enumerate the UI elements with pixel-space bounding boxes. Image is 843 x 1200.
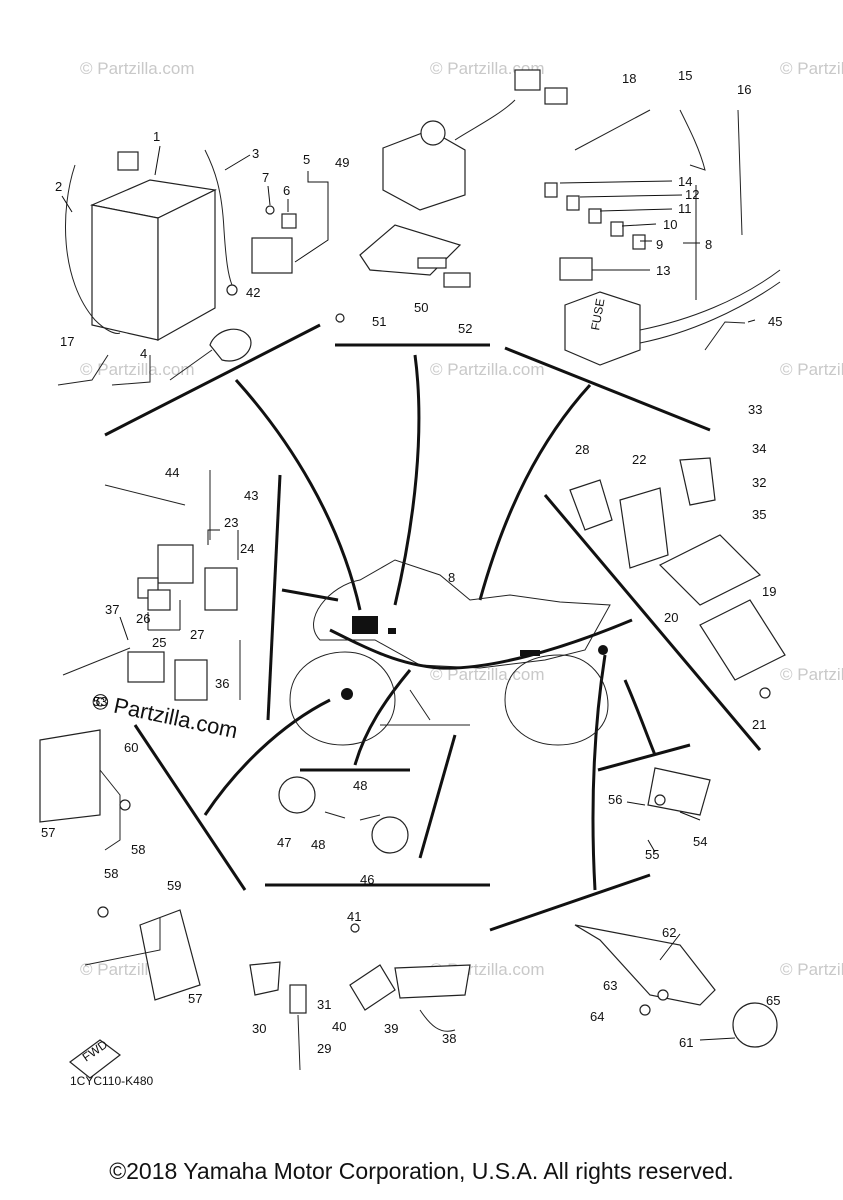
part-label: 9	[656, 237, 663, 252]
part-label: 47	[277, 835, 291, 850]
battery-group	[57, 149, 238, 386]
part-label: 35	[752, 507, 766, 522]
part-label: 59	[167, 878, 181, 893]
part-label: 17	[60, 334, 74, 349]
part-label: 53	[93, 694, 107, 709]
part-label: 8	[448, 570, 455, 585]
part-label: 11	[678, 201, 692, 216]
part-label: 41	[347, 909, 361, 924]
watermark-text: © Partzilla.com	[780, 960, 843, 979]
watermark-text: © Partzilla.com	[780, 665, 843, 684]
part-label: 26	[136, 611, 150, 626]
part-label: 60	[124, 740, 138, 755]
part-label: 21	[752, 717, 766, 732]
part-label: 43	[244, 488, 258, 503]
watermark-text: © Partzilla.com	[80, 59, 195, 78]
part-label: 44	[165, 465, 179, 480]
part-label: 8	[705, 237, 712, 252]
part-label: 58	[131, 842, 145, 857]
part-label: 31	[317, 997, 331, 1012]
part-label: 63	[603, 978, 617, 993]
part-label: 13	[656, 263, 670, 278]
watermark-text: © Partzilla.com	[780, 360, 843, 379]
part-label: 4	[140, 346, 147, 361]
part-label: 16	[737, 82, 751, 97]
left-electrical-group	[62, 470, 241, 701]
part-label: 18	[622, 71, 636, 86]
part-label: 58	[104, 866, 118, 881]
rear-reflector-group	[574, 767, 778, 1048]
part-label: 22	[632, 452, 646, 467]
part-label: 48	[353, 778, 367, 793]
part-label: 20	[664, 610, 678, 625]
part-label: 15	[678, 68, 692, 83]
part-label: 64	[590, 1009, 604, 1024]
part-label: 45	[768, 314, 782, 329]
relay-group	[169, 205, 297, 381]
bottom-switch-group	[249, 923, 471, 1071]
fuse-box-label: FUSE	[588, 297, 607, 331]
part-label: 28	[575, 442, 589, 457]
part-label: 19	[762, 584, 776, 599]
part-label: 6	[283, 183, 290, 198]
part-label: 34	[752, 441, 766, 456]
copyright-text: ©2018 Yamaha Motor Corporation, U.S.A. A…	[109, 1158, 734, 1184]
part-label: 42	[246, 285, 260, 300]
part-label: 33	[748, 402, 762, 417]
horn-group	[278, 776, 409, 854]
part-label: 24	[240, 541, 254, 556]
watermark-text: © Partzilla.com	[80, 360, 195, 379]
part-label: 54	[693, 834, 707, 849]
watermark-group: © Partzilla.com © Partzilla.com © Partzi…	[80, 59, 843, 979]
part-label: 27	[190, 627, 204, 642]
part-label: 30	[252, 1021, 266, 1036]
part-label: 23	[224, 515, 238, 530]
part-label: 56	[608, 792, 622, 807]
part-label: 36	[215, 676, 229, 691]
part-label: 49	[335, 155, 349, 170]
part-label: 3	[252, 146, 259, 161]
part-label: 12	[685, 187, 699, 202]
section-frames	[104, 323, 762, 932]
diagram-code: 1CYC110-K480	[70, 1074, 153, 1088]
motorcycle-outline	[289, 559, 633, 746]
part-label: 65	[766, 993, 780, 1008]
fuse-box-group: FUSE	[544, 109, 781, 366]
part-label: 51	[372, 314, 386, 329]
leader-lines	[61, 145, 756, 1041]
part-label: 14	[678, 174, 692, 189]
part-label: 46	[360, 872, 374, 887]
watermark-text: © Partzilla.com	[780, 59, 843, 78]
part-label: 57	[41, 825, 55, 840]
part-label: 57	[188, 991, 202, 1006]
part-label: 50	[414, 300, 428, 315]
reflector-group: FWD	[39, 729, 201, 1079]
watermark-text: © Partzilla.com	[430, 360, 545, 379]
part-label: 61	[679, 1035, 693, 1050]
part-label: 40	[332, 1019, 346, 1034]
part-label: 52	[458, 321, 472, 336]
part-label: 7	[262, 170, 269, 185]
part-label: 37	[105, 602, 119, 617]
part-label: 38	[442, 1031, 456, 1046]
right-electrical-group	[569, 457, 786, 699]
part-label: 62	[662, 925, 676, 940]
part-labels: 1 2 3 4 5 6 7 8 8 9 10 11 12 13 14 15 16…	[41, 68, 782, 1056]
part-label: 10	[663, 217, 677, 232]
part-label: 39	[384, 1021, 398, 1036]
part-label: 25	[152, 635, 166, 650]
part-label: 2	[55, 179, 62, 194]
part-label: 5	[303, 152, 310, 167]
part-label: 1	[153, 129, 160, 144]
part-label: 55	[645, 847, 659, 862]
part-label: 48	[311, 837, 325, 852]
part-label: 32	[752, 475, 766, 490]
ecu-bracket-group	[335, 69, 568, 323]
part-label: 29	[317, 1041, 331, 1056]
